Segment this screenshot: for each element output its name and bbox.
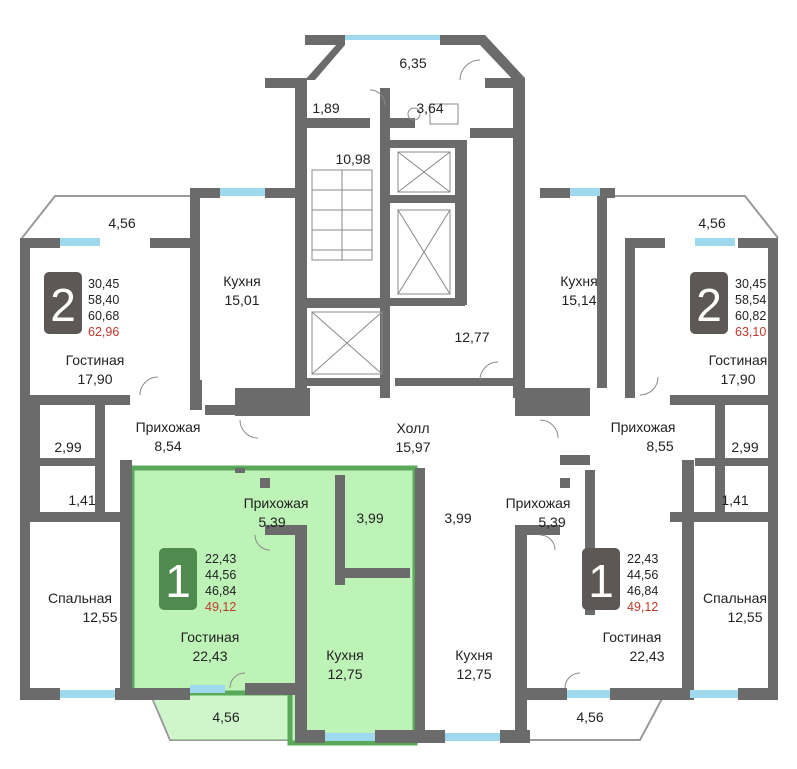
kitchen-label: Кухня <box>560 273 597 289</box>
apartment-mid-1: 3,99 Прихожая 5,39 22,43 44,56 46,84 49,… <box>444 495 664 725</box>
area-total: 58,54 <box>735 293 766 307</box>
balcony-top-left <box>21 195 190 239</box>
area-living: 30,45 <box>88 277 119 291</box>
balcony-area-label: 6,35 <box>399 55 426 71</box>
rooms-badge-left-2: 2 <box>44 272 82 334</box>
highlight-balcony <box>150 693 290 740</box>
kitchen-area: 15,14 <box>561 292 596 308</box>
living-room-label: Гостиная <box>603 629 662 645</box>
area-price: 63,10 <box>735 325 766 339</box>
living-room-label: Гостиная <box>181 629 240 645</box>
balcony-area: 4,56 <box>576 709 603 725</box>
bedroom-label: Спальная <box>703 590 767 606</box>
kitchen-label: Кухня <box>455 647 492 663</box>
balcony-area: 4,56 <box>698 215 725 231</box>
hallway-area: 5,39 <box>538 514 565 530</box>
wc-area: 1,41 <box>68 492 95 508</box>
kitchen-label: Кухня <box>223 273 260 289</box>
apartment-left-2: 4,56 30,45 58,40 60,68 62,96 Гостиная 17… <box>54 215 260 508</box>
living-room-label: Гостиная <box>709 352 768 368</box>
balconies <box>21 195 779 741</box>
area-with-balcony: 60,68 <box>88 309 119 323</box>
rooms-count: 1 <box>588 555 614 607</box>
rooms-count: 2 <box>50 279 76 331</box>
stair-hall-area-label: 10,98 <box>335 151 370 167</box>
kitchen-label: Кухня <box>326 647 363 663</box>
kitchen-area: 12,75 <box>327 666 362 682</box>
bath-area: 2,99 <box>731 439 758 455</box>
bedroom-area: 12,55 <box>82 609 117 625</box>
balcony-area: 4,56 <box>108 215 135 231</box>
bath-area: 2,99 <box>54 439 81 455</box>
area-living: 30,45 <box>735 277 766 291</box>
living-room-area: 17,90 <box>720 371 755 387</box>
balcony-bottom-right <box>530 692 666 741</box>
kitchen-area: 15,01 <box>224 292 259 308</box>
area-with-balcony: 60,82 <box>735 309 766 323</box>
area-price: 49,12 <box>627 600 658 614</box>
bath-area: 3,99 <box>444 510 471 526</box>
hallway-area: 8,54 <box>154 438 181 454</box>
area-price: 49,12 <box>205 600 236 614</box>
bedroom-area: 12,55 <box>727 609 762 625</box>
hallway-label: Прихожая <box>506 495 571 511</box>
rooms-badge-right-2: 2 <box>690 272 728 334</box>
door-swings <box>139 59 659 689</box>
bedroom-label: Спальная <box>48 590 112 606</box>
hallway-area: 5,39 <box>258 514 285 530</box>
area-living: 22,43 <box>627 552 658 566</box>
area-with-balcony: 46,84 <box>205 584 236 598</box>
living-room-area: 22,43 <box>192 648 227 664</box>
hallway-area: 8,55 <box>646 438 673 454</box>
hallway-label: Прихожая <box>611 419 676 435</box>
apartment-left-1: Прихожая 5,39 3,99 22,43 44,56 46,84 49,… <box>181 495 384 725</box>
apartment-right-2: 4,56 30,45 58,54 60,82 63,10 Гостиная 17… <box>560 215 767 508</box>
hallway-label: Прихожая <box>244 495 309 511</box>
hallway-label: Прихожая <box>136 419 201 435</box>
bath-area: 3,99 <box>356 510 383 526</box>
windows <box>60 35 738 741</box>
area-total: 44,56 <box>627 568 658 582</box>
lift-hall-area-label: 12,77 <box>454 329 489 345</box>
living-room-area: 17,90 <box>77 371 112 387</box>
area-with-balcony: 46,84 <box>627 584 658 598</box>
kitchen-area: 12,75 <box>456 666 491 682</box>
living-room-area: 22,43 <box>629 648 664 664</box>
balcony-top-right <box>605 195 779 239</box>
wc-area: 1,41 <box>721 492 748 508</box>
area-living: 22,43 <box>205 552 236 566</box>
stair-lift-details <box>311 103 459 375</box>
hall-area-label: 15,97 <box>395 439 430 455</box>
walls <box>20 35 778 743</box>
area-price: 62,96 <box>88 325 119 339</box>
area-total: 58,40 <box>88 293 119 307</box>
area-total: 44,56 <box>205 568 236 582</box>
bathroom-area-label: 3,64 <box>416 100 443 116</box>
rooms-count: 2 <box>696 279 722 331</box>
balcony-area: 4,56 <box>212 709 239 725</box>
rooms-badge-mid-1: 1 <box>582 548 620 610</box>
rooms-badge-left-1: 1 <box>159 548 197 610</box>
rooms-count: 1 <box>165 555 191 607</box>
small-room-area-label: 1,89 <box>312 100 339 116</box>
hall-label: Холл <box>397 420 430 436</box>
bedroom-right: Спальная 12,55 <box>703 590 767 625</box>
living-room-label: Гостиная <box>66 352 125 368</box>
bedroom-left: Спальная 12,55 <box>48 590 118 625</box>
